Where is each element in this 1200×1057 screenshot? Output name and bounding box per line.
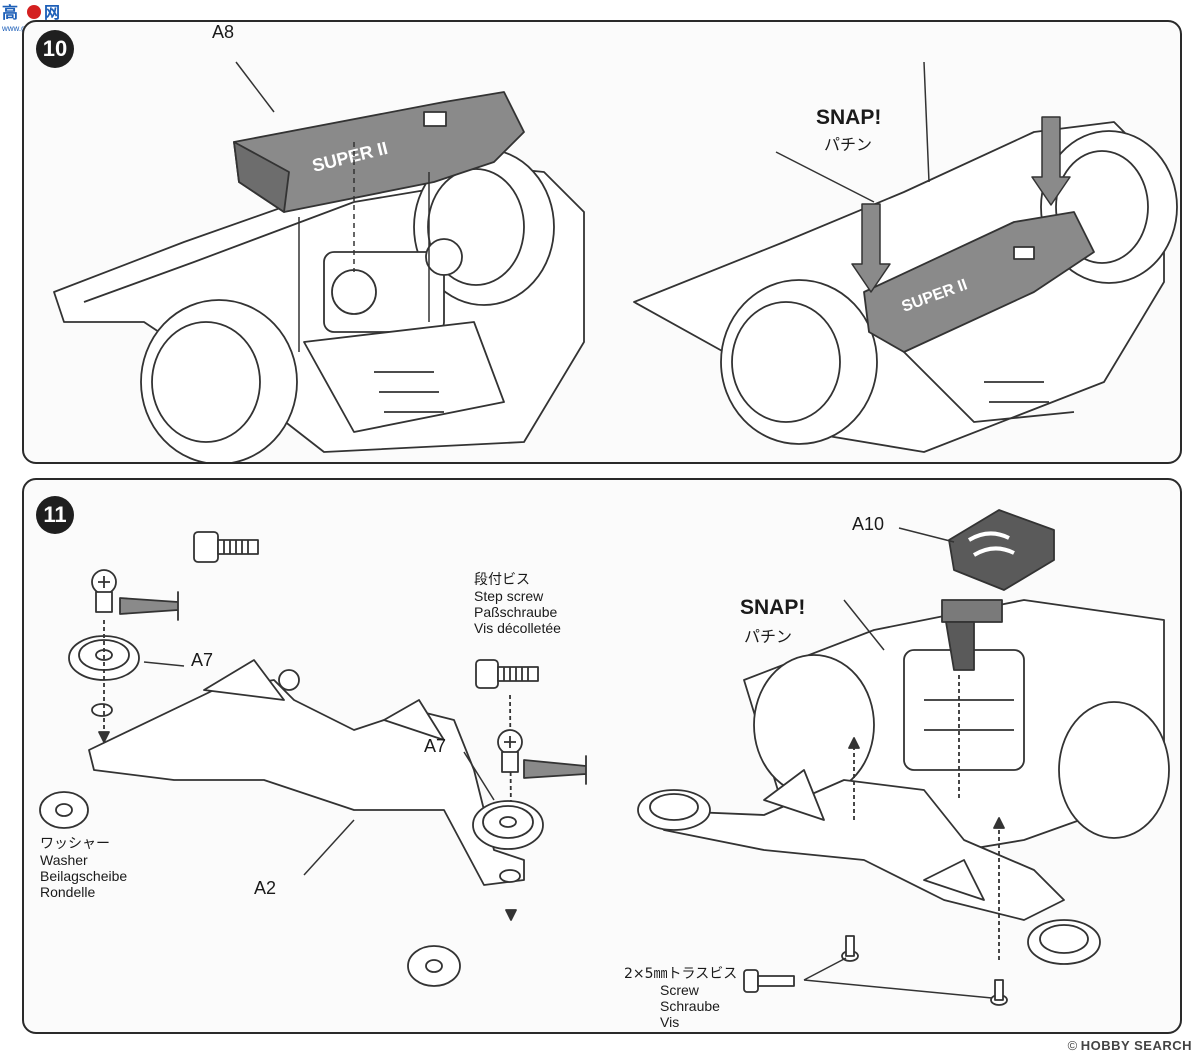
snap-label: SNAP! — [740, 596, 806, 619]
step-screw-center-drawing — [475, 659, 539, 689]
truss-screw-label-de: Schraube — [660, 998, 720, 1015]
truss-screw-label: 2×5㎜トラスビス Screw Schraube Vis — [624, 966, 737, 1030]
watermark-dot-icon — [27, 5, 41, 19]
step-screw-label: 段付ビス Step screw Paßschraube Vis décollet… — [474, 572, 561, 636]
step-screw-label-en: Step screw — [474, 588, 544, 605]
part-label-a10: A10 — [852, 514, 885, 534]
step-10-illustration: SUPER II SUP — [53, 61, 1178, 462]
washer-small-center-drawing — [499, 869, 521, 883]
roller-right-front-drawing — [637, 789, 711, 831]
washer-big-center-drawing — [407, 945, 461, 987]
step-10-panel: 10 — [22, 20, 1182, 464]
roller-screw-drawing — [91, 569, 117, 613]
part-a2-drawing — [88, 659, 525, 886]
part-label-a7-center: A7 — [424, 736, 447, 756]
insert-arrow-icon — [119, 591, 179, 621]
snap-label-jp: パチン — [824, 135, 873, 154]
down-arrow-icon — [851, 203, 891, 293]
washer-big-left-drawing — [39, 791, 89, 829]
truss-screw-drawing — [743, 935, 1008, 1006]
roller-screw-center-drawing — [497, 729, 523, 773]
step-number-badge: 10 — [36, 30, 74, 68]
part-a8-installed-drawing: SUPER II — [863, 211, 1095, 353]
step-10-guide-lines — [235, 61, 430, 352]
truss-screw-label-en: Screw — [660, 982, 699, 999]
washer-label-de: Beilagscheibe — [40, 868, 128, 885]
step-screw-label-jp: 段付ビス — [474, 572, 530, 588]
part-label-a8: A8 — [212, 22, 235, 42]
part-a2-right-drawing — [643, 769, 1065, 921]
step-screw-drawing — [193, 531, 259, 563]
step-11-panel: 11 — [22, 478, 1182, 1034]
watermark-logo-text: 高 — [2, 3, 18, 22]
part-a10-drawing — [941, 509, 1055, 671]
washer-label-en: Washer — [40, 852, 88, 869]
snap-label-jp: パチン — [744, 627, 793, 646]
roller-a7-center-drawing — [472, 800, 544, 850]
insert-arrow-icon — [523, 755, 587, 785]
truss-screw-label-jp: 2×5㎜トラスビス — [624, 966, 738, 982]
step-11-illustration — [39, 509, 1170, 1006]
part-a8-drawing: SUPER II — [233, 91, 525, 213]
step-number-badge: 11 — [36, 496, 74, 534]
hobby-search-logo: HOBBY SEARCH — [1080, 1038, 1192, 1053]
snap-arrows — [851, 116, 1071, 293]
copyright-mark: © — [1067, 1038, 1078, 1053]
step-11-leader-lines — [143, 527, 993, 999]
part-label-a2: A2 — [254, 878, 277, 898]
snap-label: SNAP! — [816, 106, 882, 129]
step-screw-label-de: Paßschraube — [474, 604, 558, 621]
watermark-hobby-search: © HOBBY SEARCH — [1068, 1038, 1192, 1053]
truss-screw-label-fr: Vis — [660, 1014, 680, 1031]
washer-label: ワッシャー Washer Beilagscheibe Rondelle — [40, 836, 127, 900]
svg-text:网: 网 — [44, 3, 60, 22]
part-label-a7-left: A7 — [191, 650, 214, 670]
washer-small-drawing — [91, 703, 113, 717]
washer-label-fr: Rondelle — [40, 884, 96, 901]
down-arrow-icon — [1031, 116, 1071, 206]
step-screw-label-fr: Vis décolletée — [474, 620, 561, 637]
washer-label-jp: ワッシャー — [40, 836, 110, 852]
roller-right-rear-drawing — [1027, 919, 1101, 965]
